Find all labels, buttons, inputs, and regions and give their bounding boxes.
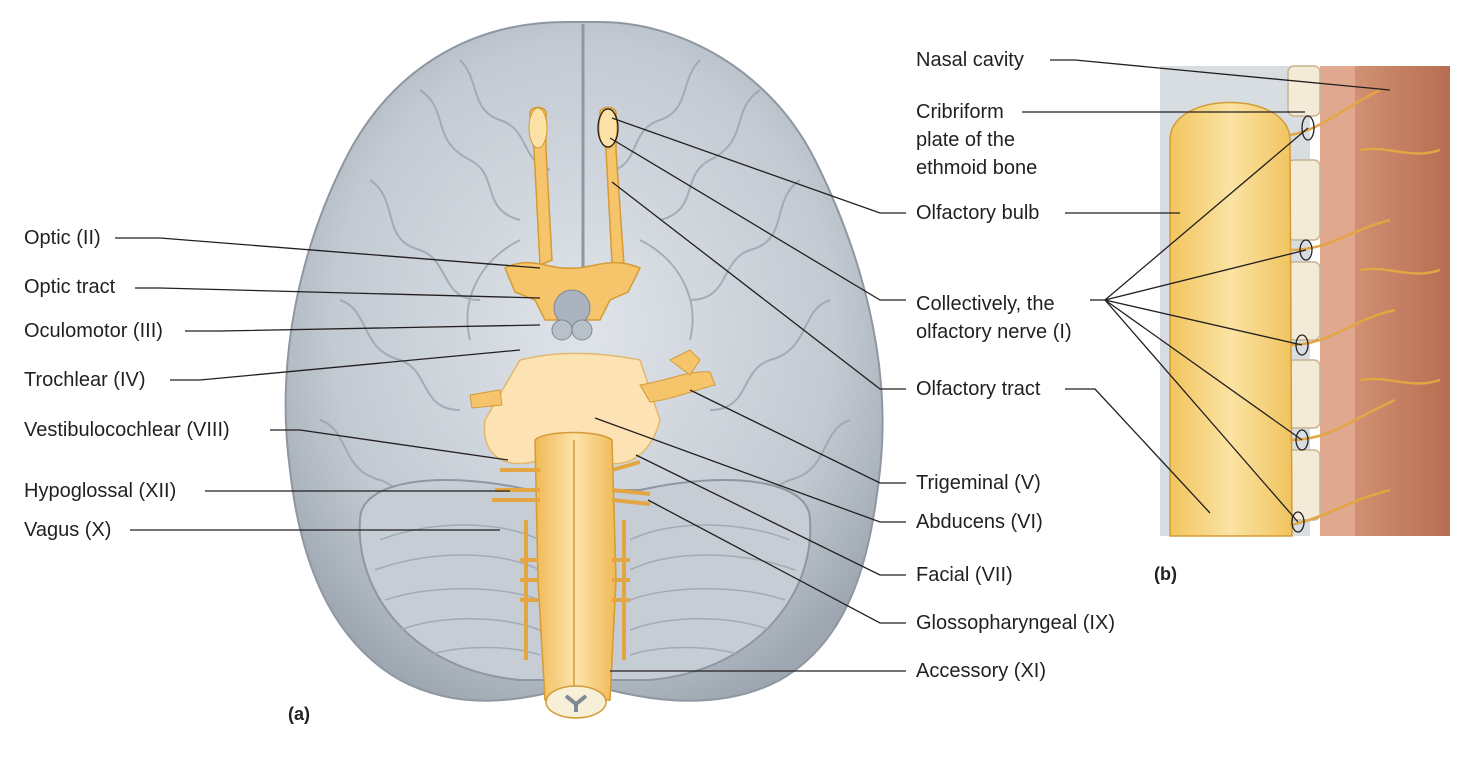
label-hypoglossal: Hypoglossal (XII) bbox=[24, 480, 177, 502]
panel-label-a: (a) bbox=[288, 704, 310, 724]
label-nasal-cavity: Nasal cavity bbox=[916, 49, 1024, 71]
label-olfactory-bulb: Olfactory bulb bbox=[916, 202, 1040, 224]
brain-inferior-view bbox=[284, 21, 884, 719]
olfactory-detail bbox=[1160, 65, 1450, 537]
label-collectively-2: olfactory nerve (I) bbox=[916, 321, 1072, 343]
label-oculomotor: Oculomotor (III) bbox=[24, 320, 163, 342]
label-cribriform-1: Cribriform bbox=[916, 101, 1004, 123]
label-collectively-1: Collectively, the bbox=[916, 293, 1055, 315]
label-cribriform-3: ethmoid bone bbox=[916, 157, 1038, 179]
label-facial: Facial (VII) bbox=[916, 564, 1013, 586]
label-vagus: Vagus (X) bbox=[24, 519, 112, 541]
leader-lines bbox=[115, 59, 1391, 672]
label-olfactory-tract: Olfactory tract bbox=[916, 378, 1041, 400]
label-glossopharyngeal: Glossopharyngeal (IX) bbox=[916, 612, 1115, 634]
label-trochlear: Trochlear (IV) bbox=[24, 369, 146, 391]
label-accessory: Accessory (XI) bbox=[916, 660, 1047, 682]
panel-label-b: (b) bbox=[1154, 564, 1177, 584]
brainstem bbox=[534, 431, 617, 701]
label-optic: Optic (II) bbox=[24, 227, 101, 249]
label-trigeminal: Trigeminal (V) bbox=[916, 472, 1041, 494]
olfactory-bulb bbox=[1169, 101, 1293, 537]
label-vestibulocochlear: Vestibulocochlear (VIII) bbox=[24, 419, 230, 441]
label-optic-tract: Optic tract bbox=[24, 276, 116, 298]
pons bbox=[483, 352, 661, 465]
label-cribriform-2: plate of the bbox=[916, 129, 1015, 151]
label-abducens: Abducens (VI) bbox=[916, 511, 1043, 533]
